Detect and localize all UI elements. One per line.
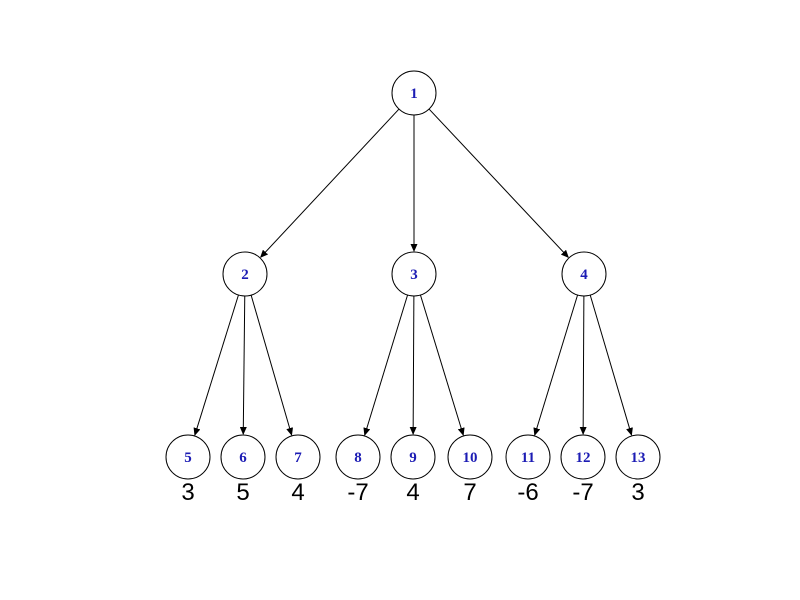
tree-node-1 — [391, 70, 437, 116]
tree-node-13 — [615, 434, 661, 480]
leaf-value-8: -7 — [347, 479, 368, 506]
tree-edge-2-7 — [250, 294, 294, 436]
tree-node-label-6: 6 — [239, 450, 247, 466]
tree-node-label-7: 7 — [294, 450, 302, 466]
leaf-value-6: 5 — [236, 479, 249, 506]
tree-node-label-12: 12 — [576, 450, 591, 466]
tree-node-label-2: 2 — [241, 267, 249, 283]
tree-node-label-10: 10 — [463, 450, 478, 466]
tree-edge-1-4 — [428, 108, 569, 258]
tree-node-4 — [561, 251, 607, 297]
leaf-value-5: 3 — [181, 479, 194, 506]
tree-edge-2-6 — [239, 295, 247, 436]
leaf-value-9: 4 — [406, 479, 419, 506]
tree-node-label-3: 3 — [410, 267, 418, 283]
tree-node-2 — [222, 251, 268, 297]
tree-edge-3-8 — [363, 294, 409, 436]
tree-edge-4-13 — [589, 294, 633, 436]
tree-edge-1-2 — [260, 108, 400, 258]
tree-edge-3-10 — [419, 294, 465, 436]
tree-node-7 — [275, 434, 321, 480]
tree-node-label-5: 5 — [184, 450, 192, 466]
tree-edge-3-9 — [409, 295, 417, 436]
tree-node-5 — [165, 434, 211, 480]
tree-node-label-11: 11 — [521, 450, 535, 466]
leaf-value-11: -6 — [517, 479, 538, 506]
tree-edge-2-5 — [193, 294, 239, 436]
tree-node-9 — [390, 434, 436, 480]
tree-node-12 — [560, 434, 606, 480]
leaf-value-13: 3 — [631, 479, 644, 506]
tree-node-6 — [220, 434, 266, 480]
tree-node-label-8: 8 — [354, 450, 362, 466]
leaf-value-7: 4 — [291, 479, 304, 506]
tree-node-label-13: 13 — [631, 450, 646, 466]
tree-node-label-1: 1 — [410, 86, 418, 102]
tree-node-8 — [335, 434, 381, 480]
tree-edge-4-11 — [533, 294, 579, 436]
tree-node-label-9: 9 — [409, 450, 417, 466]
tree-node-11 — [505, 434, 551, 480]
tree-node-label-4: 4 — [580, 267, 588, 283]
tree-node-10 — [447, 434, 493, 480]
leaf-value-10: 7 — [463, 479, 476, 506]
leaf-value-12: -7 — [572, 479, 593, 506]
tree-edge-4-12 — [579, 295, 587, 436]
tree-node-3 — [391, 251, 437, 297]
